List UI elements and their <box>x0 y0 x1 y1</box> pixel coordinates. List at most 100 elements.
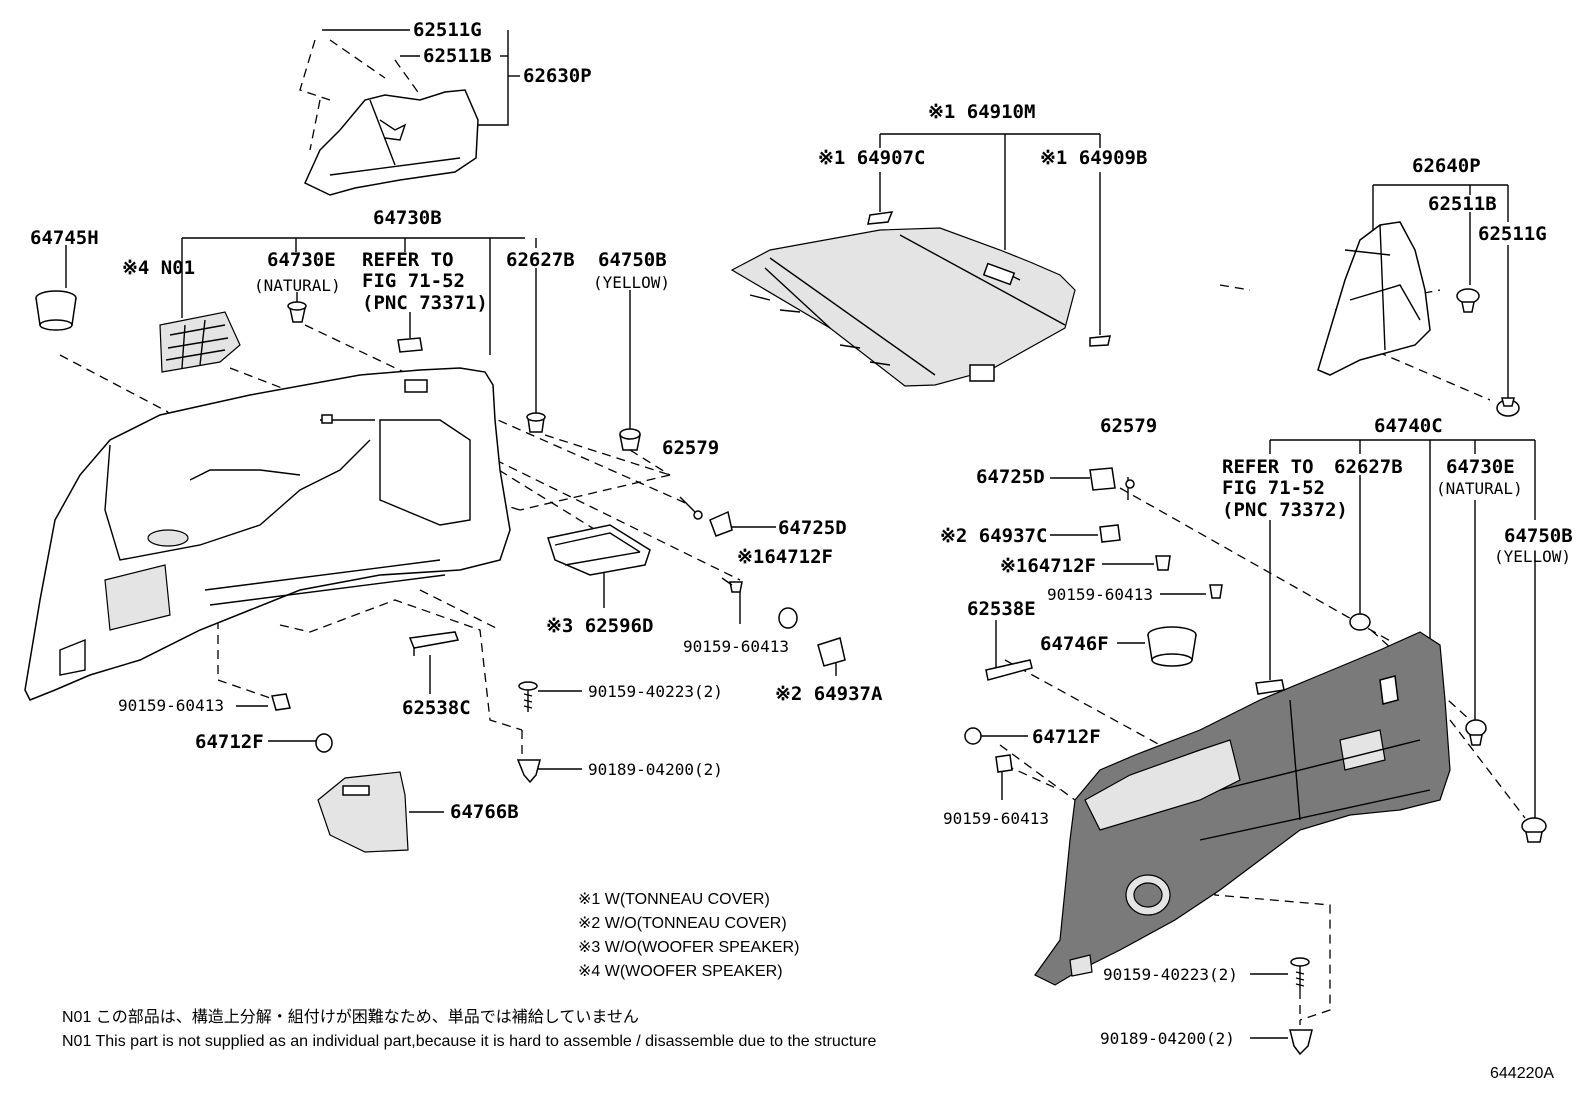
label-90159-60413-left: 90159-60413 <box>118 696 224 715</box>
label-natural-left: (NATURAL) <box>254 276 341 295</box>
tray-62596D <box>547 524 651 576</box>
label-64910M: ※1 64910M <box>928 101 1035 123</box>
legend-item-3: ※3 W/O(WOOFER SPEAKER) <box>578 939 799 956</box>
label-62511B-top: 62511B <box>423 45 492 67</box>
screw-90159-60413-a <box>721 577 743 593</box>
clip-90189-04200-right <box>1289 1029 1313 1056</box>
label-90159-40223-right: 90159-40223(2) <box>1103 965 1238 984</box>
label-62640P: 62640P <box>1412 155 1481 177</box>
clip-64750B-left <box>619 428 641 451</box>
cap-64712F-d <box>964 727 982 745</box>
label-90159-60413-right: 90159-60413 <box>943 809 1049 828</box>
label-64937C: ※2 64937C <box>940 525 1047 547</box>
screw-62579-left <box>679 496 703 520</box>
screw-90159-60413-c <box>1209 584 1223 599</box>
label-refer-to-right: REFER TO <box>1222 456 1314 478</box>
label-64909B: ※1 64909B <box>1040 147 1147 169</box>
left-quarter-trim-64730B <box>24 367 511 701</box>
label-62630P: 62630P <box>523 65 592 87</box>
legend-item-4: ※4 W(WOOFER SPEAKER) <box>578 963 783 980</box>
cap-64937A <box>817 637 846 667</box>
label-natural-right: (NATURAL) <box>1436 479 1523 498</box>
label-62627B-right: 62627B <box>1334 456 1403 478</box>
label-64725D-left: 64725D <box>778 517 847 539</box>
notes: N01 この部品は、構造上分解・組付けが困難なため、単品では補給していません N… <box>62 1008 876 1050</box>
label-62511G-top: 62511G <box>413 19 482 41</box>
clip-64730E-left <box>287 301 307 323</box>
clip-64750B-right <box>1521 817 1547 843</box>
label-90159-60413-right-top: 90159-60413 <box>1047 585 1153 604</box>
label-64730B: 64730B <box>373 207 442 229</box>
label-64746F: 64746F <box>1040 633 1109 655</box>
label-64730E-left: 64730E <box>267 249 336 271</box>
note-english: N01 This part is not supplied as an indi… <box>62 1033 876 1050</box>
label-64745H: 64745H <box>30 227 99 249</box>
dashed-assembly-lines <box>59 39 1526 1025</box>
cap-64712F-c <box>1155 555 1171 571</box>
label-64907C: ※1 64907C <box>818 147 925 169</box>
bracket-62538C <box>408 631 460 656</box>
upper-trim-62630P <box>304 89 479 196</box>
cup-64745H <box>35 290 77 331</box>
label-fig-right: FIG 71-52 <box>1222 477 1325 499</box>
label-62579-left: 62579 <box>662 437 719 459</box>
cap-64712F-a <box>778 607 798 629</box>
legend-item-2: ※2 W/O(TONNEAU COVER) <box>578 915 787 932</box>
clip-90189-04200-left <box>516 759 541 784</box>
screw-90159-40223-left <box>518 681 538 712</box>
label-64712F-mark1: ※164712F <box>737 546 833 568</box>
label-90159-40223-left: 90159-40223(2) <box>588 682 723 701</box>
label-64730E-right: 64730E <box>1446 456 1515 478</box>
clip-64725D-left <box>709 510 733 537</box>
cover-64766B <box>317 771 409 853</box>
label-pnc-left: (PNC 73371) <box>362 292 488 314</box>
clip-62627B-left <box>526 412 546 433</box>
woofer-grille-N01 <box>159 311 241 373</box>
right-quarter-trim-64740C <box>1034 631 1451 986</box>
label-refer-to-left: REFER TO <box>362 249 454 271</box>
part-labels: 62511G 62511B 62630P 64730B 64745H ※4 N0… <box>30 19 1573 1048</box>
upper-trim-62640P <box>1317 221 1431 376</box>
bracket-refer-left <box>397 337 423 353</box>
figure-code: 644220A <box>1490 1065 1554 1082</box>
cap-64712F-b <box>315 733 333 753</box>
bracket-refer-right <box>1255 679 1285 695</box>
label-64712F-mark1-right: ※164712F <box>1000 555 1096 577</box>
note-japanese: N01 この部品は、構造上分解・組付けが困難なため、単品では補給していません <box>62 1008 639 1026</box>
label-62538E: 62538E <box>967 598 1036 620</box>
label-yellow-right: (YELLOW) <box>1494 547 1571 566</box>
screw-62579-right <box>1125 479 1135 500</box>
label-yellow-left: (YELLOW) <box>593 273 670 292</box>
bracket-62538E <box>985 659 1033 681</box>
label-64766B: 64766B <box>450 801 519 823</box>
label-62627B-left: 62627B <box>506 249 575 271</box>
cup-64746F <box>1147 626 1197 667</box>
label-64712F-left: 64712F <box>195 731 264 753</box>
label-62579-right: 62579 <box>1100 415 1157 437</box>
label-64712F-right: 64712F <box>1032 726 1101 748</box>
label-62511B-right: 62511B <box>1428 193 1497 215</box>
clip-64725D-right <box>1089 467 1116 491</box>
label-90159-60413-mid: 90159-60413 <box>683 637 789 656</box>
legend-item-1: ※1 W(TONNEAU COVER) <box>578 891 770 908</box>
label-64750B-right: 64750B <box>1504 525 1573 547</box>
legend: ※1 W(TONNEAU COVER) ※2 W/O(TONNEAU COVER… <box>578 891 799 980</box>
screw-90159-60413-d <box>995 754 1013 773</box>
leader-lines <box>65 29 1536 1039</box>
label-90189-04200-right: 90189-04200(2) <box>1100 1029 1235 1048</box>
clip-64730E-right <box>1465 719 1487 746</box>
tonneau-cover-64910M <box>730 211 1111 387</box>
label-64937A: ※2 64937A <box>775 683 883 705</box>
screw-90159-40223-right <box>1290 957 1310 990</box>
screw-90159-60413-b <box>271 693 291 711</box>
label-62511G-right: 62511G <box>1478 223 1547 245</box>
clip-62627B-right <box>1349 613 1371 631</box>
label-64725D-right: 64725D <box>976 466 1045 488</box>
clip-62511G-right <box>1496 397 1520 417</box>
label-fig-left: FIG 71-52 <box>362 270 465 292</box>
label-N01-left: ※4 N01 <box>122 257 195 279</box>
clip-62511B-right <box>1456 288 1480 313</box>
label-64740C: 64740C <box>1374 415 1443 437</box>
